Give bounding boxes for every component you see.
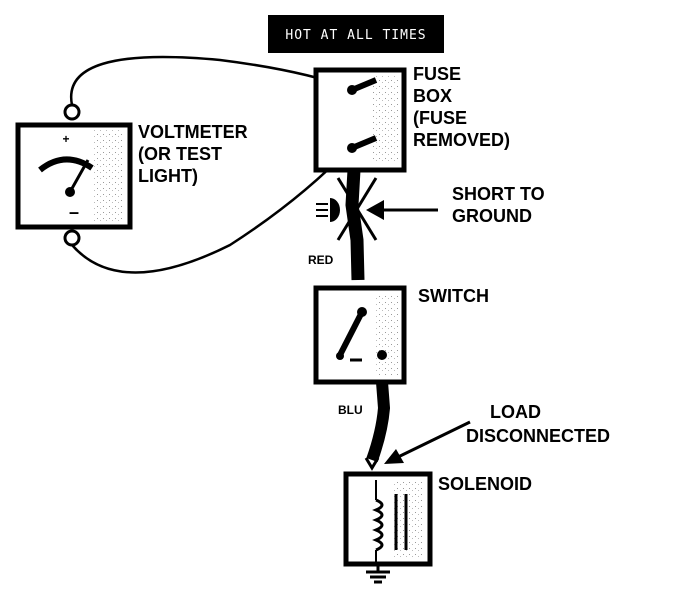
hot-at-all-times-banner: HOT AT ALL TIMES [268, 15, 444, 53]
solenoid [343, 471, 433, 567]
blu-wire-label: BLU [338, 403, 363, 417]
fuse-box-label: FUSE BOX (FUSE REMOVED) [413, 64, 510, 150]
solenoid-label: SOLENOID [438, 474, 532, 494]
voltmeter-bottom-terminal [63, 229, 81, 247]
banner-text: HOT AT ALL TIMES [285, 28, 426, 43]
fuse-box [313, 67, 407, 173]
voltmeter-scale [38, 156, 94, 173]
voltmeter: + – [15, 103, 133, 247]
ground-contact-icon [316, 198, 340, 222]
short-to-ground-mark [336, 177, 378, 241]
load-disconnected-arrow [384, 420, 471, 464]
ground-icon [366, 562, 390, 584]
solenoid-coil [372, 498, 384, 552]
switch-label: SWITCH [418, 286, 489, 306]
upper-test-lead [69, 55, 351, 106]
voltmeter-label: VOLTMETER (OR TEST LIGHT) [138, 122, 253, 186]
switch [313, 285, 407, 385]
red-wire-label: RED [308, 253, 334, 267]
short-to-ground-label: SHORT TO GROUND [452, 184, 550, 226]
voltmeter-plus-symbol: + [62, 132, 69, 146]
red-wire [345, 169, 365, 281]
blu-wire [364, 381, 391, 471]
voltmeter-minus-symbol: – [69, 202, 79, 222]
lower-test-lead [71, 147, 351, 274]
voltmeter-needle [68, 159, 90, 193]
short-arrow [366, 200, 438, 220]
load-disconnected-label: LOAD DISCONNECTED [466, 402, 610, 446]
voltmeter-top-terminal [63, 103, 81, 121]
